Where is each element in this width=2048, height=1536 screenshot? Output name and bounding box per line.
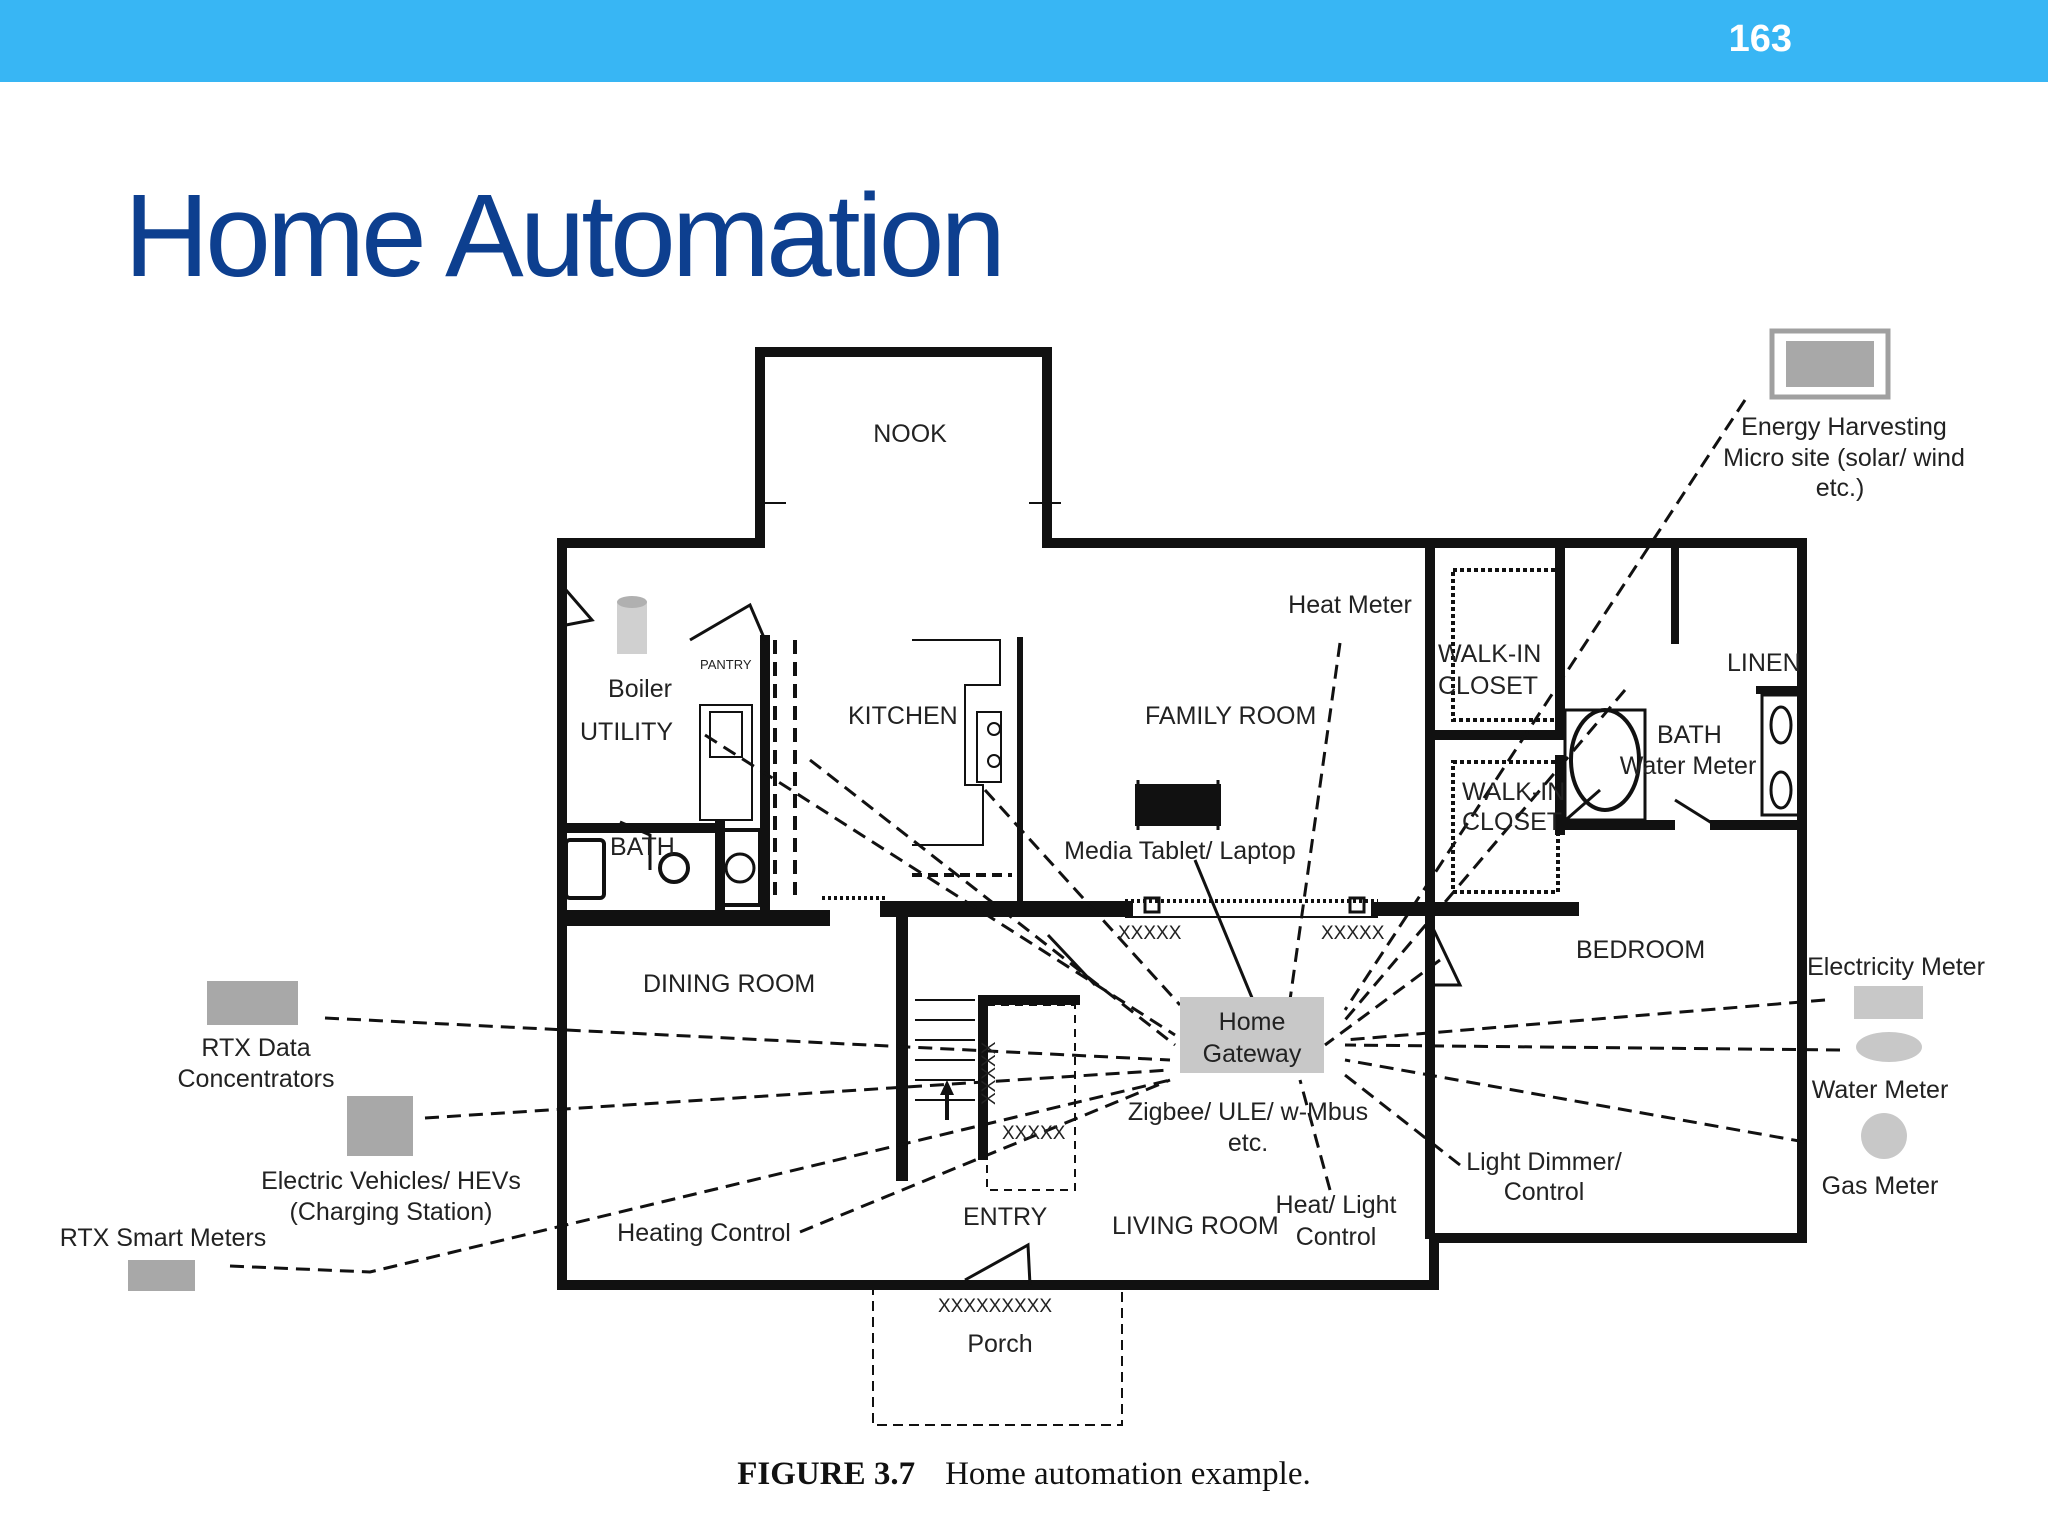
label-rtx-data-concentrators-a: RTX Data [201, 1034, 310, 1062]
label-rtx-data-concentrators-b: Concentrators [177, 1065, 334, 1093]
floor-plan-details [564, 568, 1802, 1426]
label-heating-control: Heating Control [617, 1219, 791, 1247]
room-label-living-room: LIVING ROOM [1112, 1212, 1279, 1240]
label-xxxxx-4: XXXXX [979, 1041, 1000, 1105]
label-heat-meter: Heat Meter [1288, 591, 1412, 619]
room-label-dining-room: DINING ROOM [643, 970, 815, 998]
slide-title: Home Automation [124, 170, 1006, 302]
room-label-utility: UTILITY [580, 718, 673, 746]
label-xxxxxxxxx: XXXXXXXXX [938, 1296, 1052, 1317]
wireless-links [229, 399, 1841, 1274]
label-boiler: Boiler [608, 675, 672, 703]
label-protocols-a: Zigbee/ ULE/ w-Mbus [1128, 1098, 1368, 1126]
label-energy-harvesting-c: etc.) [1816, 474, 1865, 502]
charging-station-icon [347, 1096, 413, 1156]
room-label-walk-in-closet-1-a: WALK-IN [1438, 640, 1541, 668]
electricity-meter-icon [1854, 986, 1923, 1019]
room-label-kitchen: KITCHEN [848, 702, 958, 730]
room-label-walk-in-closet-1-b: CLOSET [1438, 672, 1538, 700]
page-number: 163 [1728, 18, 1792, 60]
label-xxxxx-2: XXXXX [1321, 923, 1385, 944]
room-label-pantry: PANTRY [700, 657, 752, 672]
label-rtx-smart-meters: RTX Smart Meters [60, 1224, 267, 1252]
tablet-link [1193, 859, 1257, 1006]
figure-caption-text: Home automation example. [945, 1456, 1311, 1492]
room-label-entry: ENTRY [963, 1203, 1048, 1231]
home-gateway-box [1180, 997, 1324, 1073]
label-xxxxx-3: XXXXX [1002, 1123, 1066, 1144]
room-label-walk-in-closet-2-a: WALK-IN [1462, 778, 1565, 806]
label-home-gateway-b: Gateway [1203, 1040, 1302, 1068]
room-label-bath: BATH [1657, 721, 1722, 749]
label-heat-light-control-b: Control [1296, 1223, 1377, 1251]
media-tablet-icon [1135, 784, 1221, 826]
label-light-dimmer-b: Control [1504, 1178, 1585, 1206]
solar-panel-inner [1786, 341, 1874, 387]
label-energy-harvesting-a: Energy Harvesting [1741, 413, 1947, 441]
room-label-linen: LINEN [1727, 649, 1801, 677]
label-bath-water-meter: Water Meter [1620, 752, 1757, 780]
figure-caption: FIGURE 3.7 Home automation example. [0, 1456, 2048, 1493]
label-electric-vehicles-b: (Charging Station) [290, 1198, 493, 1226]
label-energy-harvesting-b: Micro site (solar/ wind [1723, 444, 1965, 472]
room-label-family-room: FAMILY ROOM [1145, 702, 1316, 730]
room-label-bath-small: BATH [610, 833, 675, 861]
room-label-porch: Porch [967, 1330, 1032, 1358]
label-home-gateway-a: Home [1219, 1008, 1286, 1036]
room-label-nook: NOOK [873, 420, 947, 448]
label-media-tablet: Media Tablet/ Laptop [1064, 837, 1296, 865]
room-label-walk-in-closet-2-b: CLOSET [1462, 808, 1562, 836]
label-xxxxx-1: XXXXX [1118, 923, 1182, 944]
figure-caption-label: FIGURE 3.7 [737, 1456, 916, 1492]
rtx-smart-meter-icon [128, 1260, 195, 1291]
header-bar: 163 [0, 0, 2048, 82]
label-protocols-b: etc. [1228, 1129, 1268, 1157]
label-gas-meter: Gas Meter [1822, 1172, 1939, 1200]
label-heat-light-control-a: Heat/ Light [1276, 1191, 1397, 1219]
rtx-data-concentrator-icon [207, 981, 298, 1025]
water-meter-icon [1856, 1032, 1922, 1062]
gas-meter-icon [1861, 1113, 1907, 1159]
boiler-icon [617, 596, 647, 654]
room-label-bedroom: BEDROOM [1576, 936, 1705, 964]
floor-plan-walls [557, 347, 1807, 1290]
label-light-dimmer-a: Light Dimmer/ [1466, 1148, 1622, 1176]
label-electric-vehicles-a: Electric Vehicles/ HEVs [261, 1167, 521, 1195]
label-water-meter: Water Meter [1812, 1076, 1949, 1104]
label-electricity-meter: Electricity Meter [1807, 953, 1985, 981]
